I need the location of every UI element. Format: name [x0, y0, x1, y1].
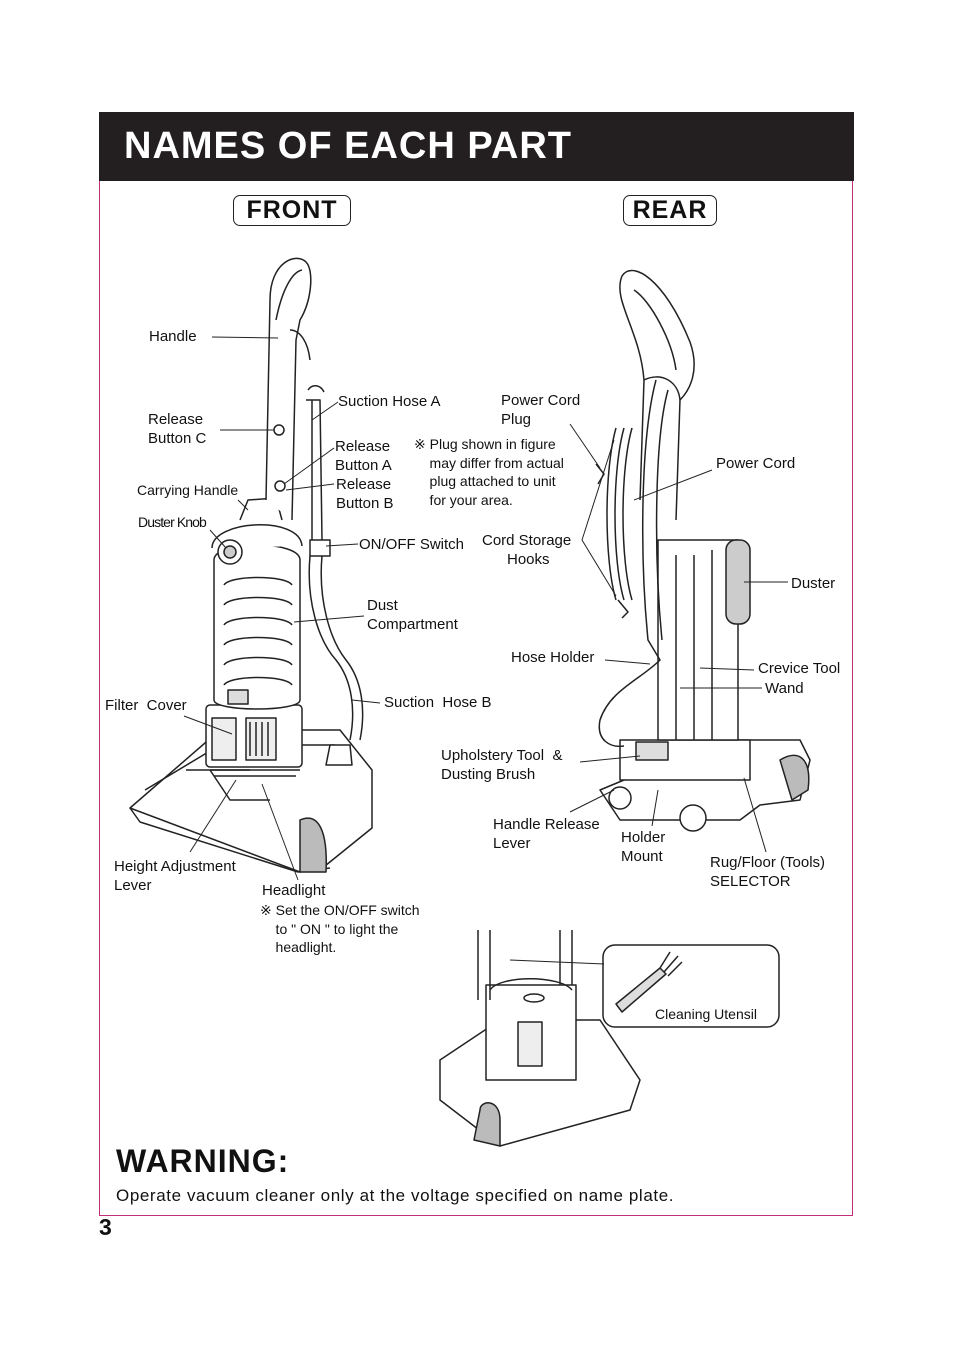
label-filter-cover: Filter Cover	[105, 697, 187, 714]
label-hose-holder: Hose Holder	[511, 649, 595, 666]
label-crevice-tool: Crevice Tool	[758, 660, 841, 677]
label-rug-floor-selector: Rug/Floor (Tools) SELECTOR	[710, 854, 826, 890]
label-wand: Wand	[765, 680, 804, 697]
page-title: NAMES OF EACH PART	[124, 125, 572, 167]
label-suction-hose-b: Suction Hose B	[384, 694, 492, 711]
rear-view-tag: REAR	[623, 195, 717, 226]
leader-lines	[183, 336, 788, 965]
label-release-button-b: Release Button B	[336, 476, 394, 512]
label-headlight: Headlight	[262, 882, 326, 899]
label-suction-hose-a: Suction Hose A	[338, 393, 441, 410]
label-dust-compartment: Dust Compartment	[367, 597, 458, 633]
label-holder-mount: Holder Mount	[621, 829, 666, 865]
warning-text: Operate vacuum cleaner only at the volta…	[116, 1186, 675, 1205]
label-power-cord: Power Cord	[716, 455, 796, 472]
front-view-tag: FRONT	[233, 195, 351, 226]
title-bar	[99, 112, 854, 181]
label-power-cord-plug: Power Cord Plug	[501, 392, 581, 428]
label-release-button-a: Release Button A	[335, 438, 392, 474]
page-number: 3	[99, 1214, 112, 1240]
label-onoff-switch: ON/OFF Switch	[359, 536, 465, 553]
label-height-adjustment-lever: Height Adjustment Lever	[114, 858, 236, 894]
label-upholstery-tool: Upholstery Tool & Dusting Brush	[441, 747, 563, 783]
plug-note: ※ Plug shown in figure may differ from a…	[414, 436, 564, 508]
front-vacuum-drawing	[129, 257, 373, 873]
label-cleaning-utensil: Cleaning Utensil	[655, 1006, 757, 1022]
warning-title: WARNING:	[116, 1143, 290, 1179]
label-release-button-c: Release Button C	[148, 411, 207, 447]
headlight-note: ※ Set the ON/OFF switch to " ON " to lig…	[260, 902, 420, 955]
label-carrying-handle: Carrying Handle	[137, 482, 239, 498]
label-handle: Handle	[149, 328, 197, 345]
rear-vacuum-drawing	[595, 269, 811, 832]
label-duster: Duster	[791, 575, 836, 592]
label-cord-storage-hooks: Cord Storage Hooks	[482, 532, 572, 568]
label-duster-knob: Duster Knob	[138, 514, 207, 530]
label-handle-release-lever: Handle Release Lever	[493, 816, 600, 852]
inset-drawing	[439, 930, 780, 1147]
